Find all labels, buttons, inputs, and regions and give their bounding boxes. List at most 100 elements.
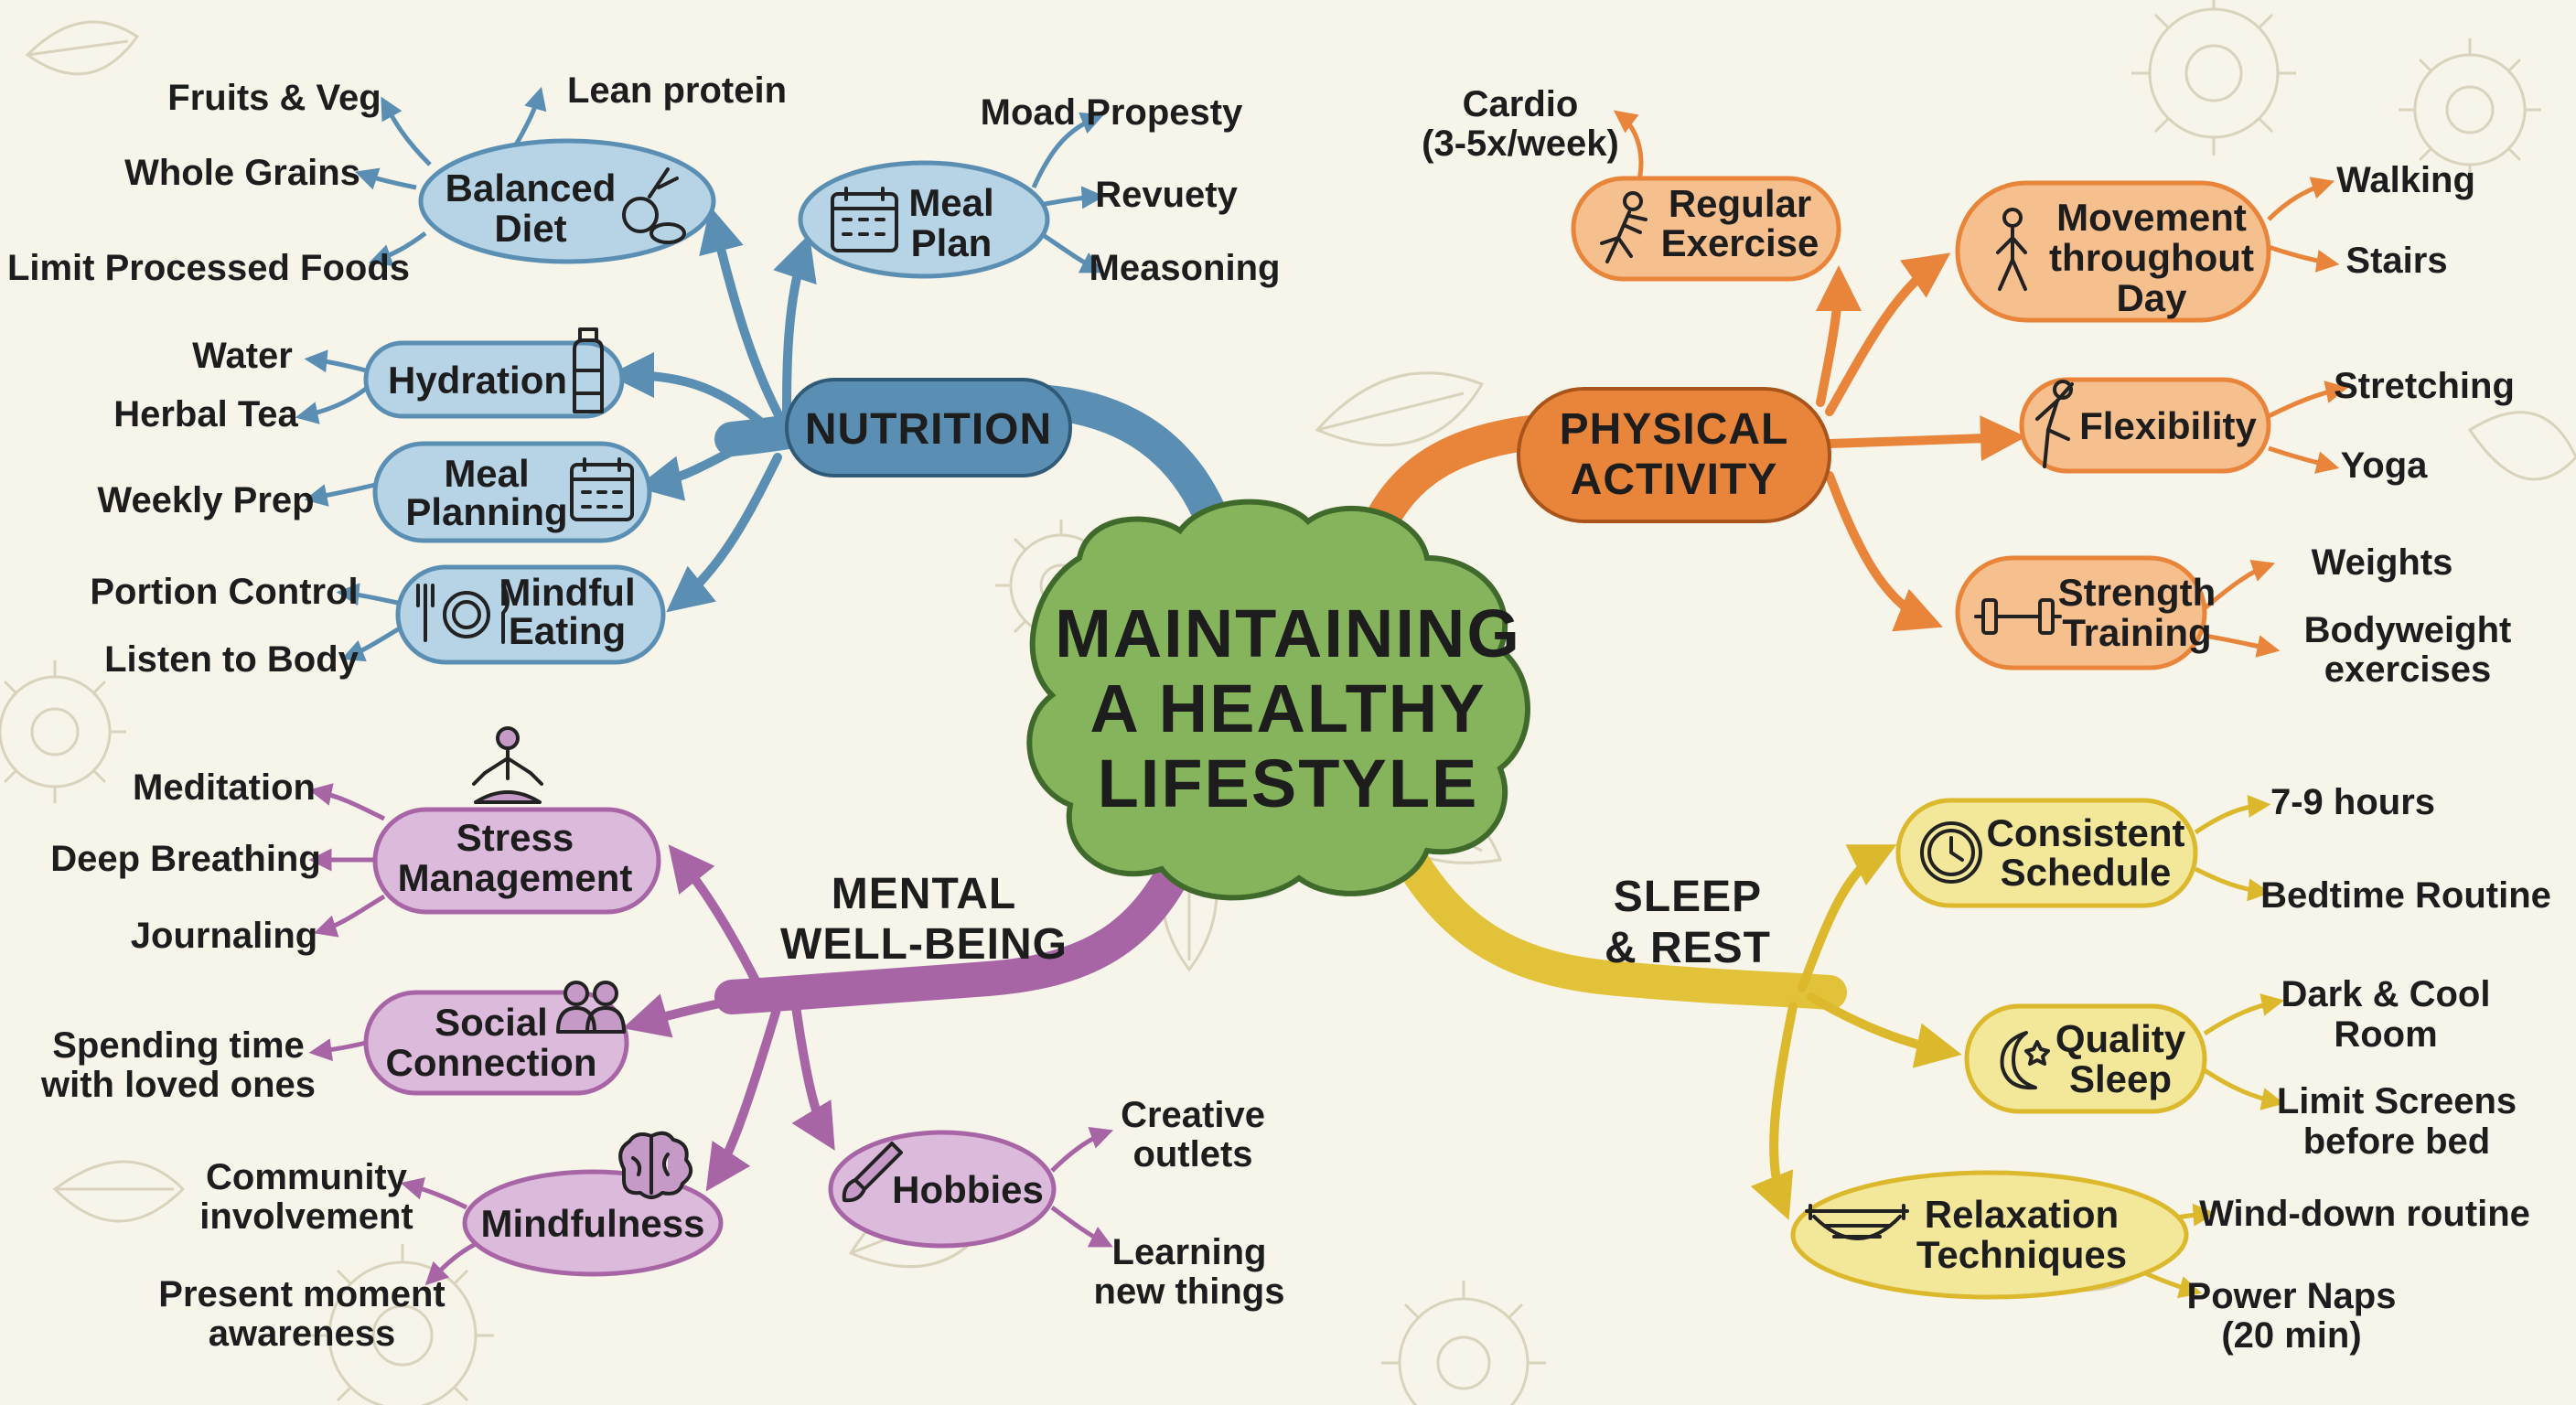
gear-icon [311, 1244, 494, 1405]
sleep-title-line-2: & REST [1605, 924, 1771, 972]
leaf-meditation: Meditation [133, 767, 316, 808]
sleep-connectors [1750, 844, 1962, 1220]
mindful-eating-label: Eating [509, 609, 626, 652]
dumbbell-icon [1974, 598, 2062, 635]
flexibility-node[interactable]: Flexibility [2019, 377, 2271, 474]
moon-stars-icon [2000, 1031, 2050, 1090]
relaxation-label: Techniques [1916, 1233, 2127, 1276]
meal-planning-label: Meal [444, 452, 529, 495]
relaxation-label: Relaxation [1925, 1193, 2119, 1236]
schedule-label: Consistent [1986, 811, 2184, 854]
nutrition-connectors [608, 206, 817, 613]
quality-label: Quality [2055, 1017, 2186, 1060]
physical-branch: PHYSICAL ACTIVITY Regular Exercise Cardi… [1422, 84, 2515, 690]
leaf-learning: Learning [1112, 1232, 1267, 1272]
mindful-eating-node[interactable]: Mindful Eating [395, 564, 666, 665]
strength-node[interactable]: Strength Training [1955, 555, 2216, 670]
gear-icon [2399, 38, 2541, 181]
stretch-icon [2035, 380, 2074, 468]
quality-node[interactable]: Quality Sleep [1964, 1003, 2207, 1114]
leaf-moad-propesty: Moad Propesty [981, 92, 1243, 133]
sleep-label[interactable]: SLEEP & REST [1605, 873, 1771, 972]
sleep-branch-line [1382, 824, 1847, 1010]
gear-icon [1381, 1281, 1546, 1405]
mental-title-line-2: WELL-BEING [780, 920, 1068, 969]
physical-title-line-1: PHYSICAL [1560, 405, 1789, 454]
hydration-label: Hydration [388, 359, 567, 402]
mental-branch: MENTAL WELL-BEING Stress Management Medi… [40, 726, 1285, 1354]
walker-icon [1996, 208, 2027, 291]
meal-plan-node[interactable]: Meal Plan [798, 160, 1050, 279]
mindfulness-node[interactable]: Mindfulness [462, 1131, 724, 1277]
runner-icon [1600, 191, 1648, 263]
leaf-community: Community [206, 1157, 408, 1197]
flexibility-label: Flexibility [2079, 404, 2257, 447]
leaf-portion-control: Portion Control [90, 572, 358, 612]
leaf-weekly-prep: Weekly Prep [97, 480, 314, 520]
leaf-cardio: (3-5x/week) [1422, 123, 1619, 164]
leaf-lean-protein: Lean protein [567, 70, 787, 111]
mental-branch-line [714, 824, 1207, 1014]
leaf-creative-outlets: outlets [1132, 1134, 1252, 1174]
leaf-limit-screens: before bed [2303, 1121, 2490, 1162]
leaf-cardio: Cardio [1463, 84, 1579, 124]
leaf-dark-cool: Room [2334, 1014, 2437, 1055]
regular-exercise-node[interactable]: Regular Exercise [1571, 176, 1841, 282]
leaf-dark-cool: Dark & Cool [2281, 974, 2491, 1014]
water-bottle-icon [573, 327, 604, 413]
leaf-wind-down: Wind-down routine [2199, 1194, 2530, 1234]
center-title-line-2: A HEALTHY [1089, 670, 1486, 746]
meal-plan-label: Plan [911, 221, 993, 264]
physical-title-line-2: ACTIVITY [1571, 456, 1778, 504]
stress-label: Stress [456, 816, 574, 859]
leaf-deep-breathing: Deep Breathing [50, 839, 321, 879]
meal-planning-node[interactable]: Meal Planning [372, 441, 652, 543]
gear-icon [0, 660, 126, 803]
mental-leaf-arrows [308, 783, 1114, 1286]
physical-leaf-arrows [1614, 110, 2349, 658]
regular-exercise-label: Exercise [1661, 221, 1819, 264]
nutrition-label[interactable]: NUTRITION [785, 378, 1072, 477]
leaf-spending-time: with loved ones [40, 1065, 316, 1105]
center-node[interactable]: MAINTAINING A HEALTHY LIFESTYLE [1026, 499, 1530, 901]
leaf-power-naps: (20 min) [2221, 1315, 2361, 1356]
leaf-learning: new things [1094, 1271, 1285, 1312]
leaf-bodyweight: exercises [2324, 649, 2491, 690]
leaf-power-naps: Power Naps [2187, 1276, 2397, 1316]
balanced-diet-node[interactable]: Balanced Diet [418, 138, 716, 264]
mental-connectors [622, 844, 835, 1192]
movement-node[interactable]: Movement throughout Day [1955, 180, 2271, 323]
relaxation-node[interactable]: Relaxation Techniques [1790, 1170, 2189, 1300]
hydration-node[interactable]: Hydration [363, 327, 625, 419]
mental-label[interactable]: MENTAL WELL-BEING [780, 870, 1068, 969]
social-label: Connection [386, 1041, 597, 1084]
leaf-creative-outlets: Creative [1121, 1095, 1265, 1135]
plate-cutlery-icon [416, 584, 510, 644]
balanced-diet-label: Diet [494, 207, 566, 250]
meal-planning-label: Planning [405, 490, 567, 533]
quality-label: Sleep [2069, 1057, 2172, 1100]
paintbrush-icon [842, 1142, 903, 1203]
leaf-bodyweight: Bodyweight [2304, 610, 2512, 650]
leaf-present-moment: Present moment [158, 1274, 445, 1314]
schedule-node[interactable]: Consistent Schedule [1895, 798, 2198, 908]
stress-node[interactable]: Stress Management [372, 726, 661, 915]
hobbies-label: Hobbies [892, 1168, 1044, 1211]
leaf-journaling: Journaling [131, 916, 317, 956]
center-title-line-1: MAINTAINING [1055, 595, 1521, 671]
hobbies-node[interactable]: Hobbies [828, 1130, 1057, 1249]
leaf-listen-to-body: Listen to Body [104, 639, 360, 680]
nutrition-branch: NUTRITION Balanced Diet Fruits & Veg Lea… [7, 70, 1281, 680]
mental-title-line-1: MENTAL [832, 870, 1016, 918]
mindfulness-label: Mindfulness [480, 1202, 704, 1245]
stress-label: Management [398, 856, 633, 899]
movement-label: Movement [2056, 196, 2247, 239]
physical-label[interactable]: PHYSICAL ACTIVITY [1517, 387, 1831, 523]
social-node[interactable]: Social Connection [363, 981, 629, 1096]
leaf-stairs: Stairs [2345, 241, 2447, 281]
leaf-spending-time: Spending time [52, 1025, 305, 1066]
leaf-present-moment: awareness [209, 1314, 396, 1354]
sleep-branch: SLEEP & REST Consistent Schedule 7-9 hou… [1605, 782, 2551, 1356]
